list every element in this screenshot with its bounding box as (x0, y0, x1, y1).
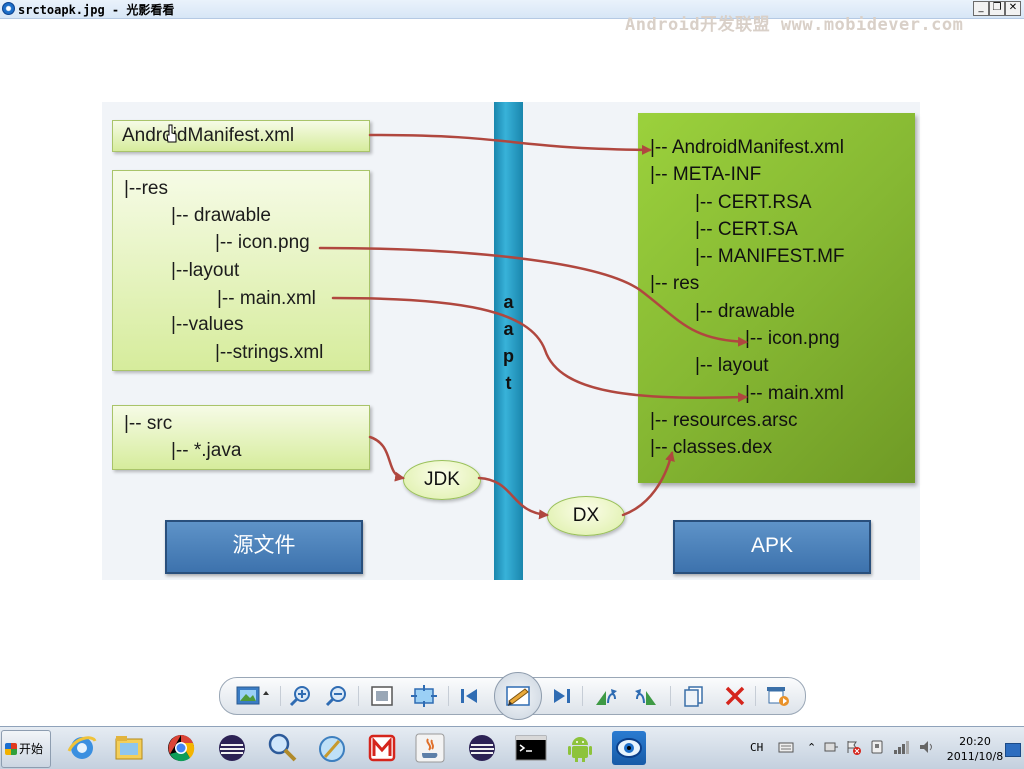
apk-line: |-- CERT.RSA (695, 192, 812, 213)
slideshow-icon[interactable] (765, 685, 789, 707)
close-button[interactable]: ✕ (1005, 1, 1021, 16)
internet-explorer-icon[interactable] (65, 731, 99, 765)
src-line: |-- src (124, 413, 173, 434)
zoom-out-icon[interactable] (325, 685, 349, 707)
src-source-box: |-- src |-- *.java (112, 405, 370, 470)
magic-wand-icon[interactable] (315, 731, 349, 765)
start-label: 开始 (19, 742, 44, 756)
clock-time[interactable]: 20:20 (959, 735, 991, 748)
aapt-letter: a (503, 319, 514, 339)
jdk-to-dx-arrow (477, 476, 549, 520)
next-icon[interactable] (550, 685, 574, 707)
res-line: |--res (124, 178, 168, 199)
command-prompt-icon[interactable] (514, 731, 548, 765)
window-title-bar: srctoapk.jpg - 光影看看 _ ❐ ✕ (0, 0, 1024, 19)
apk-line: |-- classes.dex (650, 437, 773, 458)
app-eye-icon (2, 2, 15, 15)
windows-logo-icon (5, 743, 17, 755)
apk-line: |-- META-INF (650, 164, 762, 185)
src-line: |-- *.java (171, 440, 242, 461)
volume-icon[interactable] (918, 739, 936, 759)
start-button[interactable]: 开始 (1, 730, 51, 768)
res-line: |--layout (171, 260, 240, 281)
restore-button[interactable]: ❐ (989, 1, 1005, 16)
res-line: |-- main.xml (217, 288, 316, 309)
mail-m-icon[interactable] (365, 731, 399, 765)
res-source-box: |--res |-- drawable |-- icon.png |--layo… (112, 170, 370, 371)
aapt-letter: p (503, 346, 514, 366)
dx-to-classes-arrow (621, 451, 675, 517)
copy-icon[interactable] (682, 685, 706, 707)
aapt-letter: t (505, 373, 512, 393)
chrome-icon[interactable] (164, 731, 198, 765)
main-xml-arrow (331, 296, 748, 403)
window-title: srctoapk.jpg - 光影看看 (18, 3, 175, 17)
apk-line: |-- MANIFEST.MF (695, 246, 845, 267)
res-line: |-- icon.png (215, 232, 310, 253)
java-icon[interactable] (413, 731, 447, 765)
actual-size-icon[interactable] (370, 685, 394, 707)
dx-node: DX (547, 496, 625, 536)
apk-line: |-- res (650, 273, 700, 294)
image-viewer-icon[interactable] (612, 731, 646, 765)
eclipse-icon[interactable] (215, 731, 249, 765)
clock-date[interactable]: 2011/10/8 (946, 750, 1004, 763)
apk-line: |-- icon.png (745, 328, 840, 349)
minimize-button[interactable]: _ (973, 1, 989, 16)
ime-indicator[interactable]: CH (750, 741, 764, 754)
src-to-jdk-arrow (368, 435, 405, 482)
watermark-text: Android开发联盟 www.mobidever.com (625, 15, 964, 35)
toolbar-separator (280, 686, 281, 706)
toolbar-separator (448, 686, 449, 706)
apk-line: |-- AndroidManifest.xml (650, 137, 844, 158)
res-line: |-- drawable (171, 205, 271, 226)
apk-contents-box: |-- AndroidManifest.xml |-- META-INF |--… (638, 113, 915, 483)
apk-label: APK (673, 520, 871, 574)
fit-window-icon[interactable] (411, 685, 437, 707)
zoom-in-icon[interactable] (289, 685, 313, 707)
image-menu-icon[interactable] (236, 685, 269, 707)
apk-line: |-- layout (695, 355, 769, 376)
system-tray: CH ⌃ 20:20 2011/10/8 (745, 731, 1023, 765)
toolbar-separator (755, 686, 756, 706)
toolbar-separator (358, 686, 359, 706)
manifest-source-box: AndroidManifest.xml (112, 120, 370, 152)
flag-error-icon[interactable] (845, 739, 861, 759)
search-tool-icon[interactable] (265, 731, 299, 765)
show-hidden-icons-icon[interactable]: ⌃ (807, 741, 817, 754)
previous-icon[interactable] (457, 685, 481, 707)
source-files-label: 源文件 (165, 520, 363, 574)
icon-arrow (318, 246, 748, 347)
manifest-label: AndroidManifest.xml (122, 125, 295, 146)
apk-line: |-- CERT.SA (695, 219, 798, 240)
signal-icon[interactable] (893, 739, 911, 759)
keyboard-icon[interactable] (778, 739, 794, 759)
eclipse-2-icon[interactable] (465, 731, 499, 765)
manifest-arrow (368, 133, 652, 155)
hand-cursor-icon (166, 124, 177, 144)
apk-line: |-- drawable (695, 301, 795, 322)
android-icon[interactable] (563, 731, 597, 765)
toolbar-separator (670, 686, 671, 706)
apk-line: |-- main.xml (745, 383, 844, 404)
edit-icon (506, 686, 530, 706)
toolbar-separator (582, 686, 583, 706)
show-desktop-icon[interactable] (1005, 743, 1021, 757)
res-line: |--strings.xml (215, 342, 324, 363)
viewer-toolbar (219, 672, 806, 720)
apk-line: |-- resources.arsc (650, 410, 798, 431)
rotate-left-icon[interactable] (593, 685, 617, 707)
edit-button[interactable] (494, 672, 542, 720)
usb-device-icon[interactable] (869, 739, 885, 759)
folder-icon[interactable] (112, 731, 146, 765)
network-adapter-icon[interactable] (823, 739, 839, 759)
rotate-right-icon[interactable] (633, 685, 657, 707)
delete-icon[interactable] (723, 685, 747, 707)
res-line: |--values (171, 314, 244, 335)
taskbar: 开始 CH ⌃ (0, 726, 1024, 769)
aapt-letter: a (503, 292, 514, 312)
